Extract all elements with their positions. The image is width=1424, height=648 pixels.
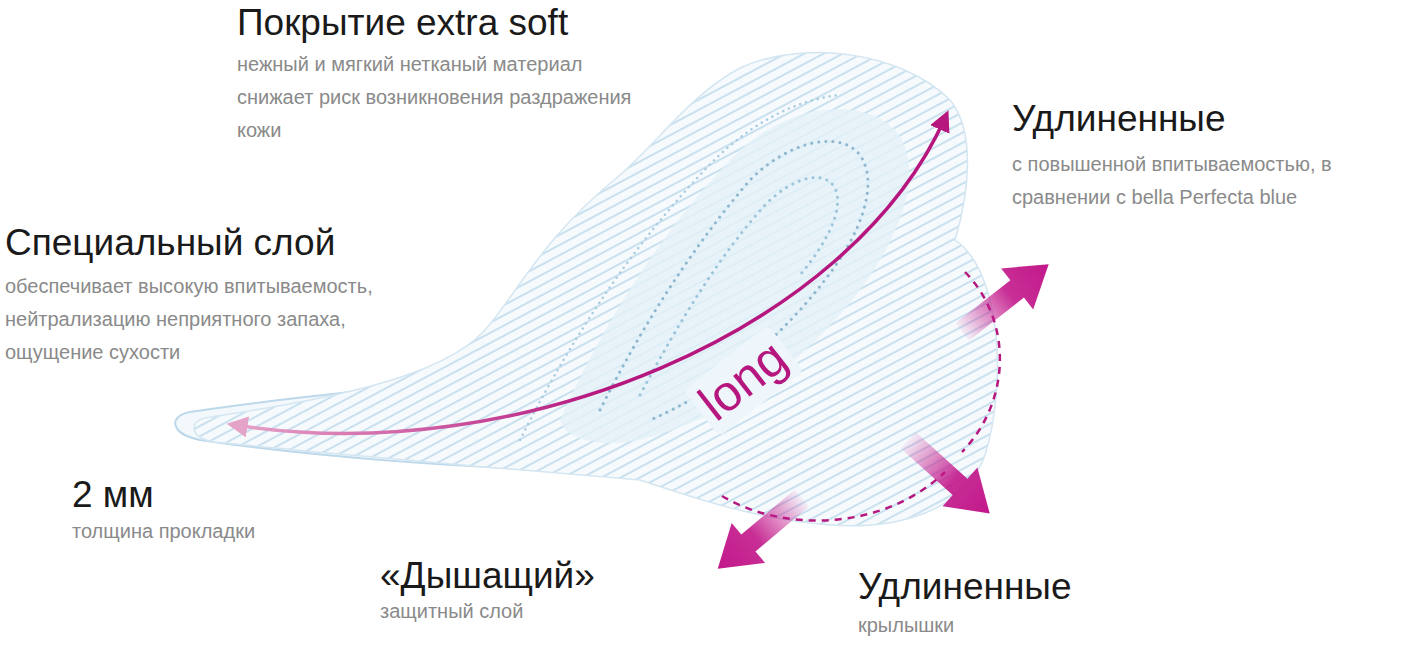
- wing-arrow-shape: [891, 421, 1008, 533]
- wing-outline: [722, 472, 945, 521]
- callout-text: нежный и мягкий нетканый материал снижае…: [237, 48, 637, 147]
- callout-heading: Специальный слой: [5, 222, 335, 265]
- wing-arrow: [946, 244, 1065, 353]
- callout-heading: Удлиненные: [1012, 98, 1226, 141]
- wing-arrow: [891, 421, 1008, 533]
- wing-arrow: [701, 478, 819, 589]
- wing-arrow-shape: [701, 478, 819, 589]
- callout-heading: «Дышащий»: [380, 555, 595, 598]
- callout-heading: Покрытие extra soft: [237, 2, 568, 45]
- callout-heading: Удлиненные: [858, 566, 1072, 609]
- absorbent-core: [560, 109, 909, 443]
- callout-text: с повышенной впитываемостью, в сравнении…: [1012, 148, 1412, 214]
- wing-arrow-shape: [946, 244, 1065, 353]
- callout-text: обеспечивает высокую впитываемость, нейт…: [5, 270, 425, 369]
- callout-heading: 2 мм: [72, 474, 154, 517]
- callout-text: толщина прокладки: [72, 520, 255, 543]
- callout-text: защитный слой: [380, 600, 523, 623]
- pad-seal: [520, 95, 840, 440]
- callout-text: крылышки: [858, 614, 954, 637]
